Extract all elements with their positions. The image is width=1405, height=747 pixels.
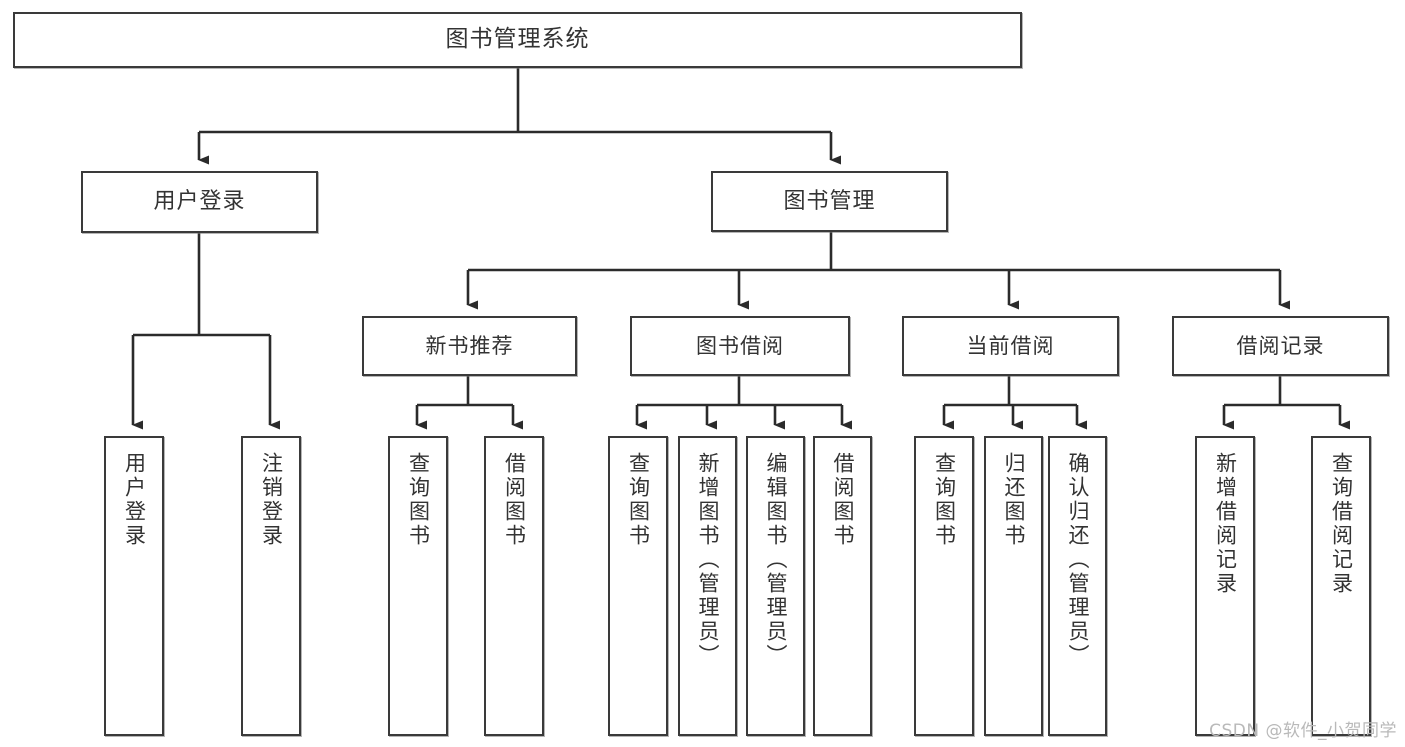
node-leaf-query-record-label: 查询借阅记录 [1329, 452, 1354, 596]
node-leaf-borrow-book-2[interactable]: 借阅图书 [813, 436, 872, 736]
node-borrow-record-label: 借阅记录 [1236, 333, 1325, 358]
node-leaf-add-book-label: 新增图书（管理员） [696, 452, 721, 668]
node-leaf-edit-book[interactable]: 编辑图书（管理员） [746, 436, 805, 736]
node-current-borrow[interactable]: 当前借阅 [902, 316, 1119, 376]
node-leaf-add-record-label: 新增借阅记录 [1213, 452, 1238, 596]
node-root-system[interactable]: 图书管理系统 [13, 12, 1022, 68]
node-book-borrow[interactable]: 图书借阅 [630, 316, 850, 376]
node-leaf-add-record[interactable]: 新增借阅记录 [1195, 436, 1255, 736]
node-leaf-logout-login[interactable]: 注销登录 [241, 436, 301, 736]
node-leaf-user-login[interactable]: 用户登录 [104, 436, 164, 736]
node-leaf-query-book-3[interactable]: 查询图书 [914, 436, 974, 736]
node-leaf-query-book-1-label: 查询图书 [406, 452, 431, 548]
node-leaf-borrow-book-1-label: 借阅图书 [502, 452, 527, 548]
node-user-login[interactable]: 用户登录 [81, 171, 318, 233]
node-leaf-add-book[interactable]: 新增图书（管理员） [678, 436, 737, 736]
node-new-book-recommend-label: 新书推荐 [425, 333, 514, 358]
node-book-borrow-label: 图书借阅 [696, 333, 784, 358]
node-leaf-edit-book-label: 编辑图书（管理员） [764, 452, 789, 668]
csdn-watermark: CSDN @软件_小贺同学 [1209, 721, 1397, 741]
node-leaf-logout-login-label: 注销登录 [259, 452, 284, 548]
node-new-book-recommend[interactable]: 新书推荐 [362, 316, 577, 376]
node-leaf-query-book-2[interactable]: 查询图书 [608, 436, 668, 736]
node-book-management-label: 图书管理 [783, 188, 876, 214]
node-leaf-query-book-1[interactable]: 查询图书 [388, 436, 448, 736]
node-leaf-confirm-return[interactable]: 确认归还（管理员） [1048, 436, 1107, 736]
node-leaf-borrow-book-2-label: 借阅图书 [831, 452, 856, 548]
node-current-borrow-label: 当前借阅 [966, 333, 1055, 358]
node-leaf-return-book[interactable]: 归还图书 [984, 436, 1043, 736]
node-leaf-query-book-2-label: 查询图书 [626, 452, 651, 548]
node-borrow-record[interactable]: 借阅记录 [1172, 316, 1389, 376]
node-leaf-borrow-book-1[interactable]: 借阅图书 [484, 436, 544, 736]
node-book-management[interactable]: 图书管理 [711, 171, 948, 232]
node-leaf-return-book-label: 归还图书 [1002, 452, 1027, 548]
node-leaf-query-book-3-label: 查询图书 [932, 452, 957, 548]
node-leaf-confirm-return-label: 确认归还（管理员） [1066, 452, 1091, 668]
node-root-system-label: 图书管理系统 [445, 26, 590, 53]
node-user-login-label: 用户登录 [153, 189, 246, 215]
node-leaf-user-login-label: 用户登录 [122, 452, 147, 548]
node-leaf-query-record[interactable]: 查询借阅记录 [1311, 436, 1371, 736]
